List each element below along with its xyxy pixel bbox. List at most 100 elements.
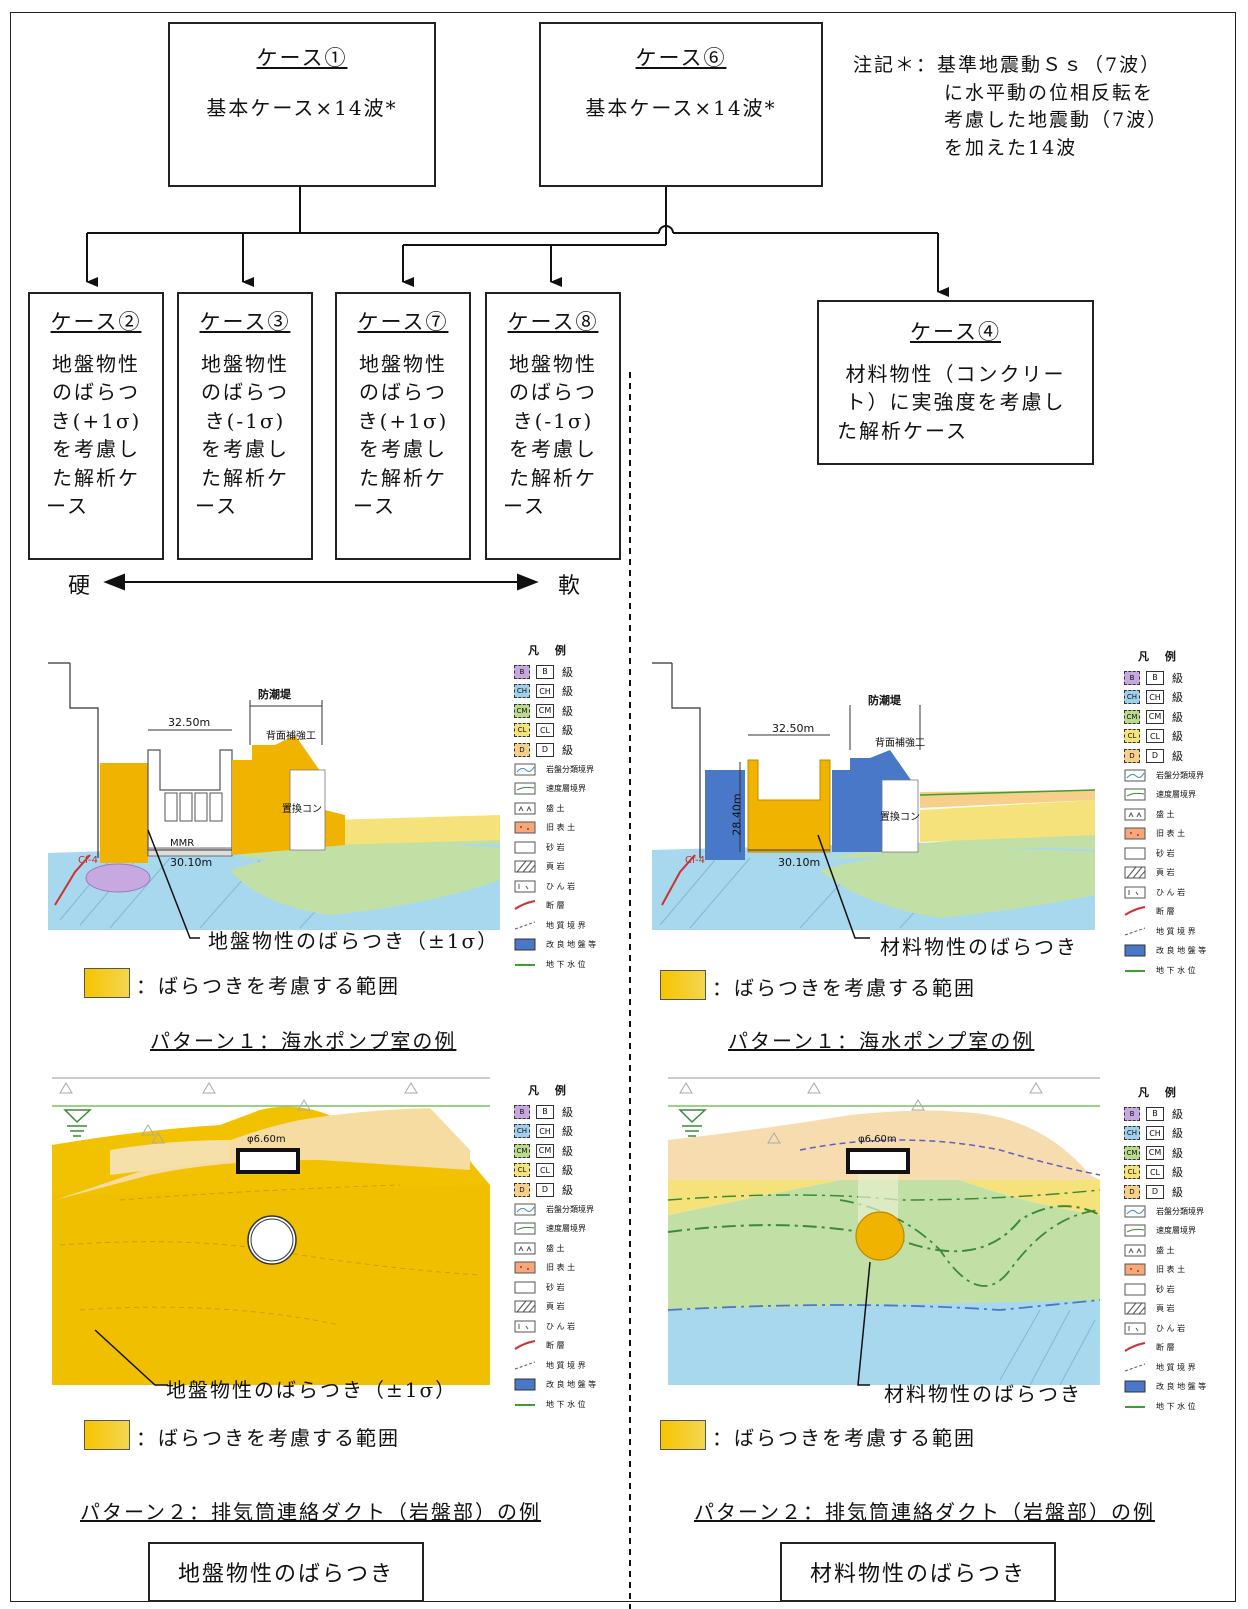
legend-item-row: 地 下 水 位 (1124, 961, 1206, 981)
legend-icon (514, 1203, 536, 1216)
width-bottom-label-l: 30.10m (170, 856, 213, 869)
legend-item-row: 砂 岩 (1124, 1280, 1206, 1300)
case-4-line: た解析ケース (837, 418, 968, 443)
legend-item-row: 旧 表 土 (1124, 1260, 1206, 1280)
legend-swatch: D (1124, 748, 1140, 763)
legend-icon (1125, 1405, 1145, 1408)
material-variation-text: 材料物性のばらつき (809, 1562, 1026, 1587)
legend-code: B (1146, 670, 1164, 685)
legend-code: B (1146, 1106, 1164, 1121)
range-swatch (84, 1420, 130, 1450)
legend-item-label: 旧 表 土 (546, 823, 576, 833)
legend-rank-suffix: 級 (562, 1125, 573, 1139)
legend-icon (1124, 1244, 1146, 1257)
material-var-label-2: 材料物性のばらつき (884, 1382, 1082, 1406)
legend-item-label: 砂 岩 (1156, 1284, 1175, 1294)
legend-swatch: CM (1124, 1145, 1140, 1160)
case-8-line: のばらつ (509, 380, 597, 405)
legend-title: 凡 例 (1138, 1086, 1182, 1099)
legend-rank-suffix: 級 (562, 1105, 573, 1119)
legend-item-row: 地 質 境 界 (514, 916, 596, 936)
ground-variation-text: 地盤物性のばらつき (177, 1562, 394, 1587)
legend-rank-suffix: 級 (1172, 749, 1183, 763)
back-reinforce-label-l: 背面補強工 (266, 731, 316, 742)
range-label: ：ばらつきを考慮する範囲 (712, 1426, 976, 1450)
legend-item-label: 地 下 水 位 (546, 1399, 586, 1409)
width-bottom-label-r: 30.10m (778, 856, 821, 869)
case-2-line: た解析ケ (52, 465, 140, 490)
case-1-body: 基本ケース×14波* (206, 96, 398, 120)
case-7-line: き(+1σ) (357, 408, 449, 433)
footnote: 注記＊：基準地震動Ｓｓ（7波） に水平動の位相反転を 考慮した地震動（7波） を… (853, 52, 1168, 162)
legend-icon (1124, 769, 1146, 782)
legend-icon (514, 900, 536, 911)
legend-item-label: ひ ん 岩 (546, 881, 576, 891)
legend-swatch: B (1124, 1106, 1140, 1121)
case-7-line: た解析ケ (359, 465, 447, 490)
legend-item-row: ひ ん 岩 (1124, 1319, 1206, 1339)
legend-item-row: 改 良 地 盤 等 (514, 935, 596, 955)
legend-item-label: 改 良 地 盤 等 (1156, 946, 1207, 956)
legend-icon (1124, 927, 1146, 936)
legend-item-row: 地 下 水 位 (514, 955, 596, 975)
legend-rank-suffix: 級 (562, 665, 573, 679)
case-8-box: ケース⑧ 地盤物性のばらつき(-1σ)を考慮した解析ケース (485, 292, 621, 560)
case-2-line: のばらつ (52, 380, 140, 405)
legend-item-row: 断 層 (1124, 902, 1206, 922)
legend-icon (514, 1300, 536, 1313)
replace-con-label-r: 置換コン (880, 812, 920, 823)
fault-label-l: Cf-4 (78, 855, 98, 866)
legend-icon (514, 921, 536, 930)
legend-item-label: 速度層境界 (1156, 1226, 1196, 1236)
mmr-label-l: MMR (170, 838, 195, 849)
legend-icon (1124, 788, 1146, 801)
hard-label: 硬 (68, 574, 91, 599)
legend-item-label: 砂 岩 (546, 842, 565, 852)
note-line-1: 注記＊：基準地震動Ｓｓ（7波） (853, 54, 1162, 76)
legend-item-label: 頁 岩 (546, 1302, 565, 1312)
legend-item-row: 速度層境界 (1124, 785, 1206, 805)
case-2-line: を考慮し (52, 437, 140, 462)
range-label: ：ばらつきを考慮する範囲 (136, 974, 400, 998)
legend-item-row: 砂 岩 (514, 1278, 596, 1298)
replace-con-label-l: 置換コン (282, 804, 322, 815)
legend-icon (514, 1261, 536, 1274)
tide-wall-label-r: 防潮堤 (868, 694, 901, 707)
pattern1-caption-right: パターン１：海水ポンプ室の例 (728, 1029, 1035, 1053)
legend-title: 凡 例 (1138, 650, 1182, 663)
legend-rank-suffix: 級 (1172, 730, 1183, 744)
legend-icon (1124, 1363, 1146, 1372)
legend-rank-suffix: 級 (562, 704, 573, 718)
legend-rank-suffix: 級 (1172, 671, 1183, 685)
legend-rank-suffix: 級 (562, 1164, 573, 1178)
legend-item-row: 改 良 地 盤 等 (1124, 941, 1206, 961)
legend-icon (1124, 1224, 1146, 1237)
legend-swatch: CL (1124, 1165, 1140, 1180)
case-6-box: ケース⑥ 基本ケース×14波* (539, 22, 823, 187)
legend-item-label: 旧 表 土 (1156, 829, 1186, 839)
case-8-line: き(-1σ) (512, 408, 594, 433)
legend-item-row: 盛 土 (514, 1239, 596, 1259)
legend-icon (514, 860, 536, 873)
legend-icon (514, 763, 536, 776)
legend-rank-suffix: 級 (1172, 710, 1183, 724)
legend-item-row: 岩盤分類境界 (514, 1200, 596, 1220)
legend-item-row: 速度層境界 (514, 779, 596, 799)
legend-icon (514, 1222, 536, 1235)
legend-code: D (1146, 1184, 1164, 1199)
legend-item-label: ひ ん 岩 (546, 1321, 576, 1331)
legend-item-row: 断 層 (514, 896, 596, 916)
legend-item-row: ひ ん 岩 (1124, 883, 1206, 903)
case-1-box: ケース① 基本ケース×14波* (168, 22, 436, 187)
legend-item-row: 頁 岩 (1124, 1299, 1206, 1319)
case-3-title: ケース③ (199, 310, 291, 334)
legend-code: CL (1146, 729, 1164, 744)
